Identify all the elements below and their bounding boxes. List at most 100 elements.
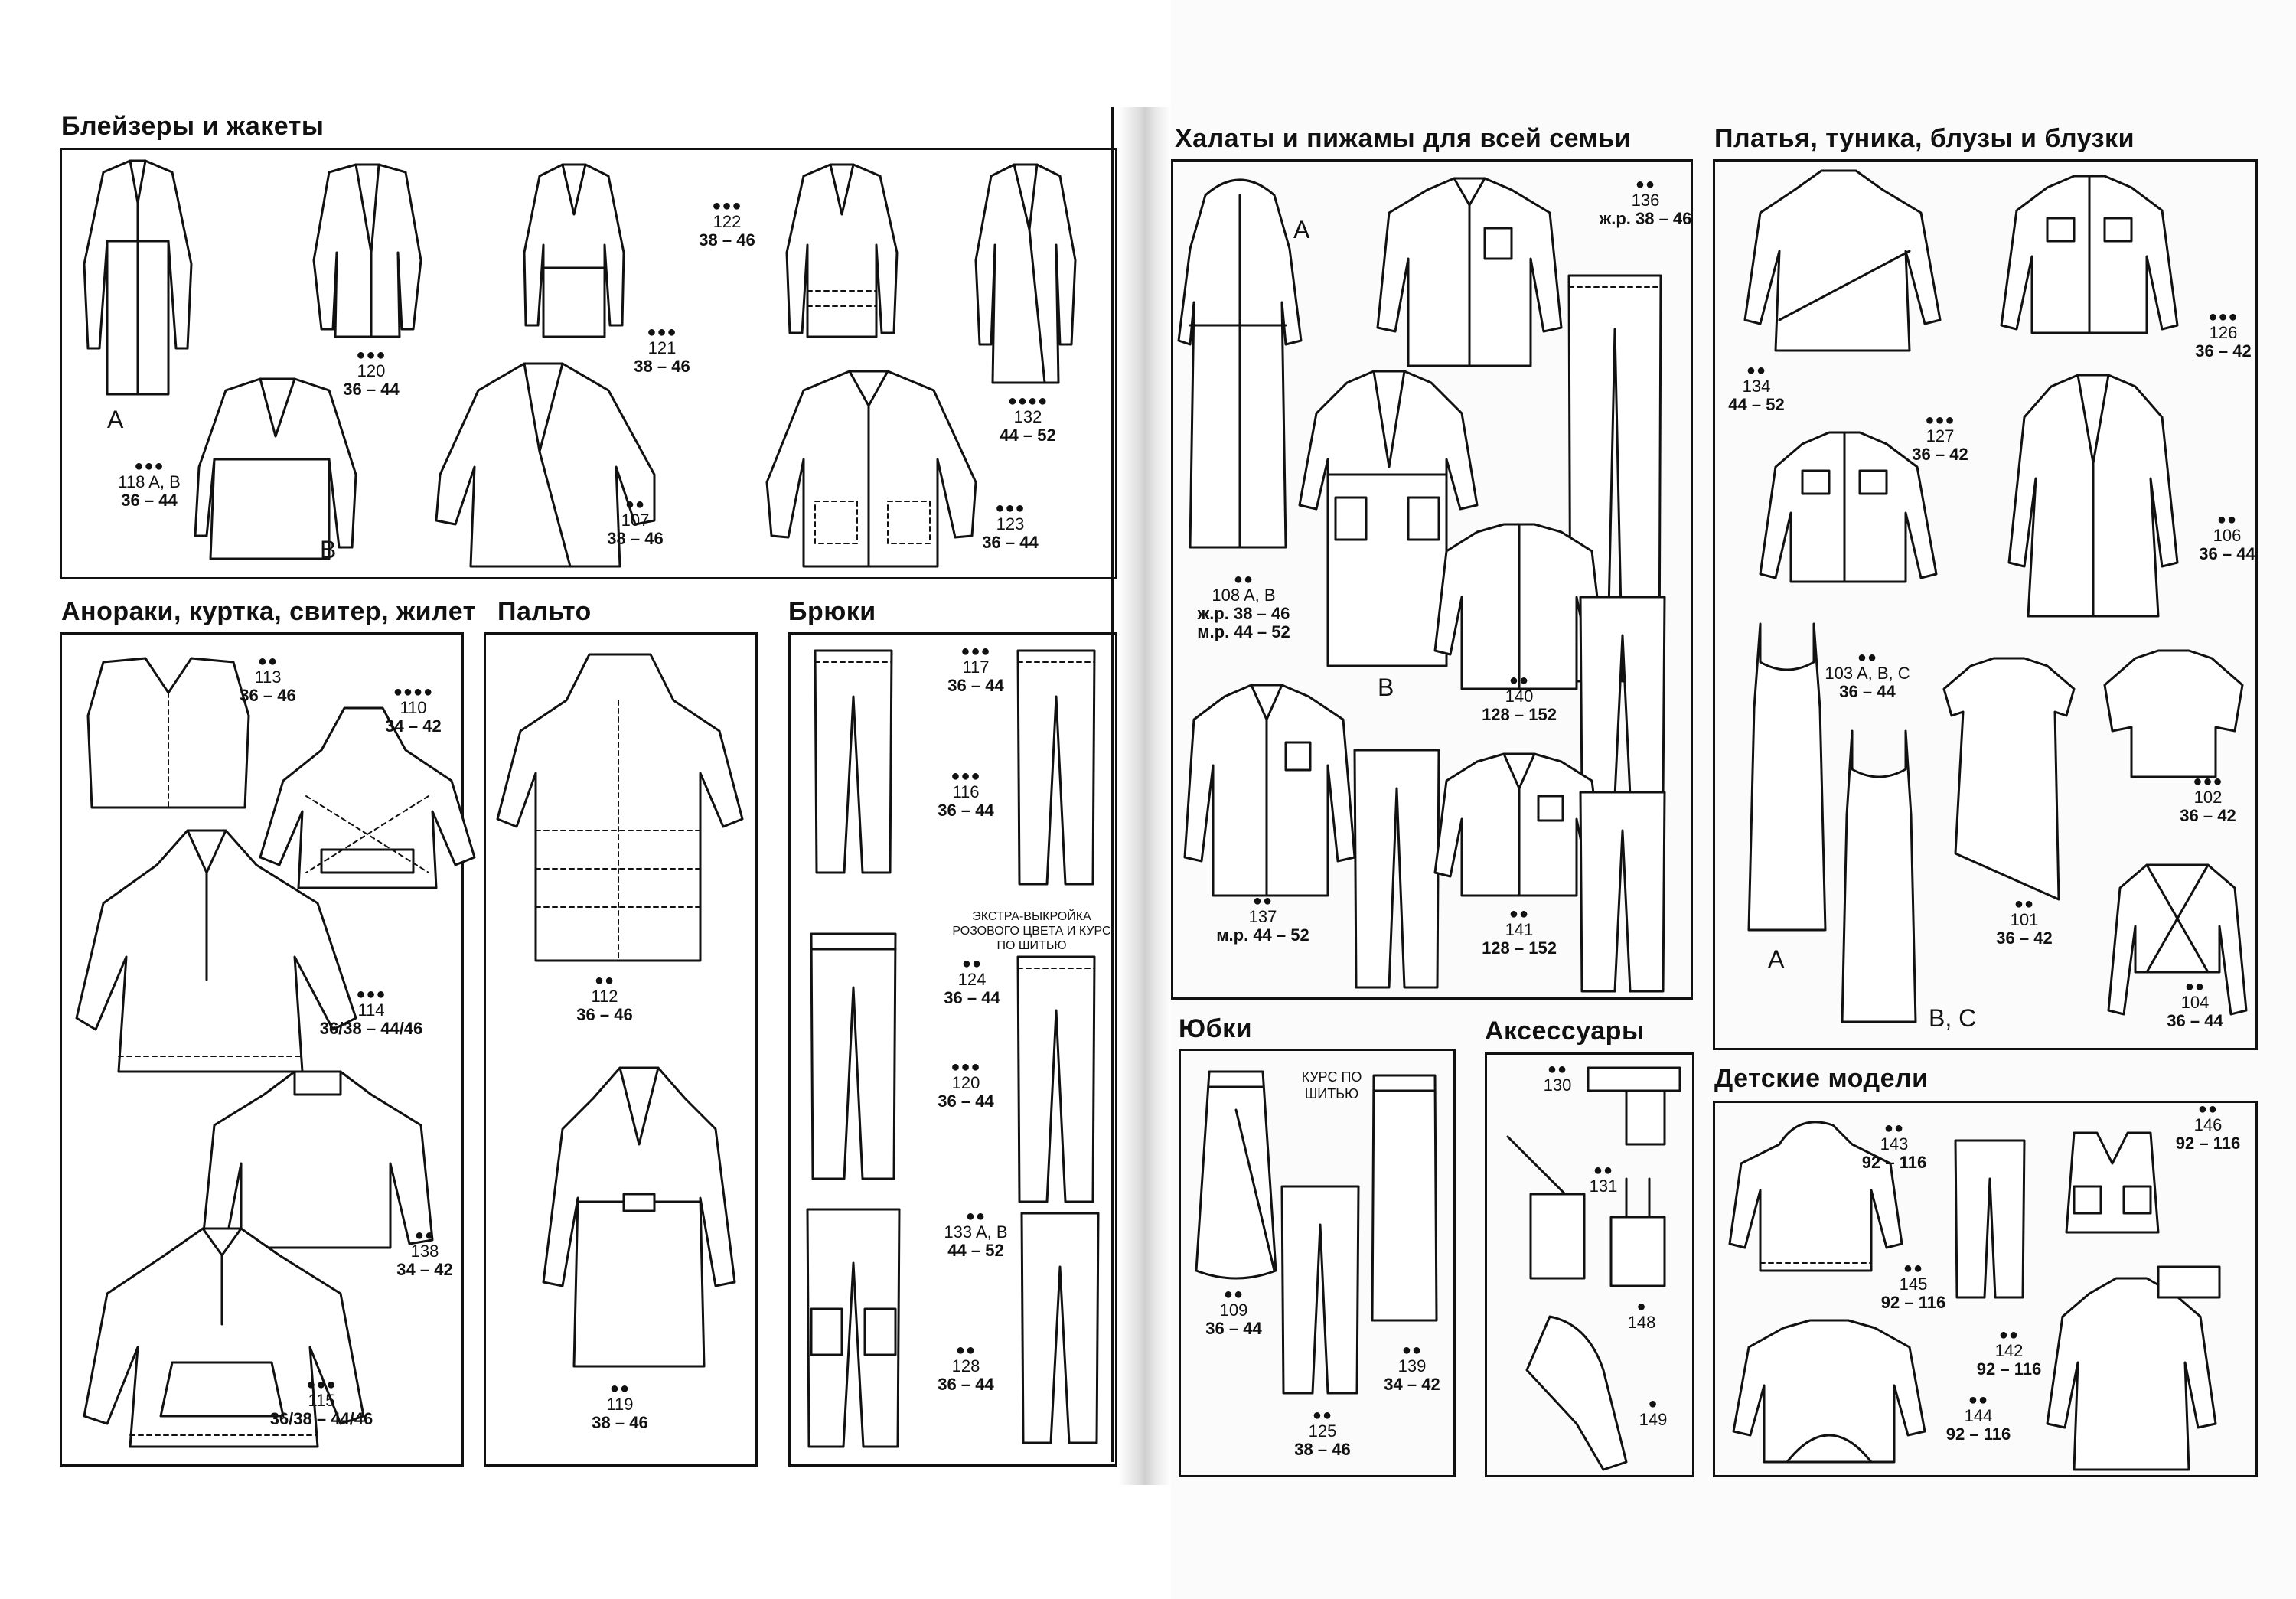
accessory-130-belt-drawing [1587, 1066, 1681, 1146]
garment-119-drawing [542, 1066, 736, 1368]
garment-122-drawing [785, 163, 899, 338]
variant-bc-dress: B, C [1929, 1004, 1977, 1032]
garment-133-drawing [806, 1208, 901, 1448]
frame-skirts [1179, 1049, 1456, 1477]
garment-146-drawing [2065, 1131, 2160, 1234]
garment-143-drawing [1728, 1121, 1903, 1272]
label-148: ●148 [1627, 1298, 1656, 1332]
garment-141-drawing [1433, 752, 1605, 897]
garment-112-drawing [496, 653, 744, 962]
garment-116-drawing [1016, 649, 1096, 886]
label-130: ●●130 [1543, 1061, 1572, 1095]
frame-anoraks [60, 632, 464, 1467]
garment-120-drawing [312, 163, 422, 338]
section-title-blazers: Блейзеры и жакеты [61, 112, 325, 141]
accessory-149-drawing [1525, 1315, 1628, 1471]
garment-117-drawing [814, 649, 893, 874]
garment-102-drawing [2103, 649, 2244, 778]
page-edge-rule [1111, 107, 1114, 1462]
variant-b-robe: B [1378, 674, 1394, 701]
garment-108a-drawing [1177, 178, 1303, 549]
frame-blazers [60, 148, 1117, 579]
garment-103a-drawing [1747, 622, 1827, 932]
garment-104-drawing [2107, 863, 2248, 1016]
garment-126-drawing [2000, 175, 2179, 334]
frame-trousers [788, 632, 1117, 1467]
label-131: ●●131 [1589, 1162, 1618, 1196]
garment-108b-drawing [1298, 370, 1479, 667]
garment-106-drawing [2007, 374, 2179, 618]
garment-127-drawing [1759, 431, 1938, 583]
course-note: КУРС ПО ШИТЬЮ [1301, 1069, 1362, 1101]
garment-114-drawing [75, 829, 357, 1073]
variant-a-robe: A [1293, 216, 1310, 243]
section-title-robes: Халаты и пижамы для всей семьи [1175, 124, 1632, 153]
accessory-148-drawing [1609, 1177, 1666, 1287]
section-title-coats: Пальто [497, 597, 592, 626]
frame-robes [1171, 159, 1693, 1000]
garment-121-drawing [523, 163, 625, 338]
accessory-131-bag-drawing [1506, 1135, 1586, 1280]
garment-118a-drawing [83, 159, 193, 396]
variant-a: A [107, 406, 124, 433]
garment-123-drawing [765, 370, 977, 568]
garment-125-drawing [1280, 1185, 1360, 1395]
garment-109-drawing [1195, 1070, 1277, 1280]
garment-107-drawing [435, 362, 656, 568]
section-title-accessories: Аксессуары [1485, 1017, 1645, 1046]
garment-137-pants-drawing [1353, 749, 1440, 989]
garment-128-drawing [1020, 1212, 1100, 1444]
garment-140-drawing [1433, 523, 1605, 690]
garment-144-drawing [1732, 1319, 1926, 1464]
garment-132-drawing [974, 163, 1077, 384]
label-149: ●149 [1639, 1395, 1668, 1429]
garment-139-drawing [1371, 1074, 1438, 1322]
frame-accessories [1485, 1052, 1694, 1477]
garment-134-drawing [1743, 169, 1942, 352]
garment-101-drawing [1942, 657, 2076, 901]
garment-110-drawing [259, 706, 476, 889]
section-title-skirts: Юбки [1179, 1014, 1252, 1043]
section-title-anoraks: Анораки, куртка, свитер, жилет [61, 597, 476, 626]
garment-118b-drawing [194, 377, 357, 560]
garment-141-pants-drawing [1579, 791, 1666, 993]
book-spine [1119, 107, 1171, 1485]
frame-kids [1713, 1101, 2258, 1477]
garment-113-vest-drawing [86, 657, 250, 809]
garment-115-drawing [83, 1227, 365, 1448]
garment-142-drawing [2046, 1265, 2221, 1471]
garment-136-drawing [1376, 177, 1563, 367]
